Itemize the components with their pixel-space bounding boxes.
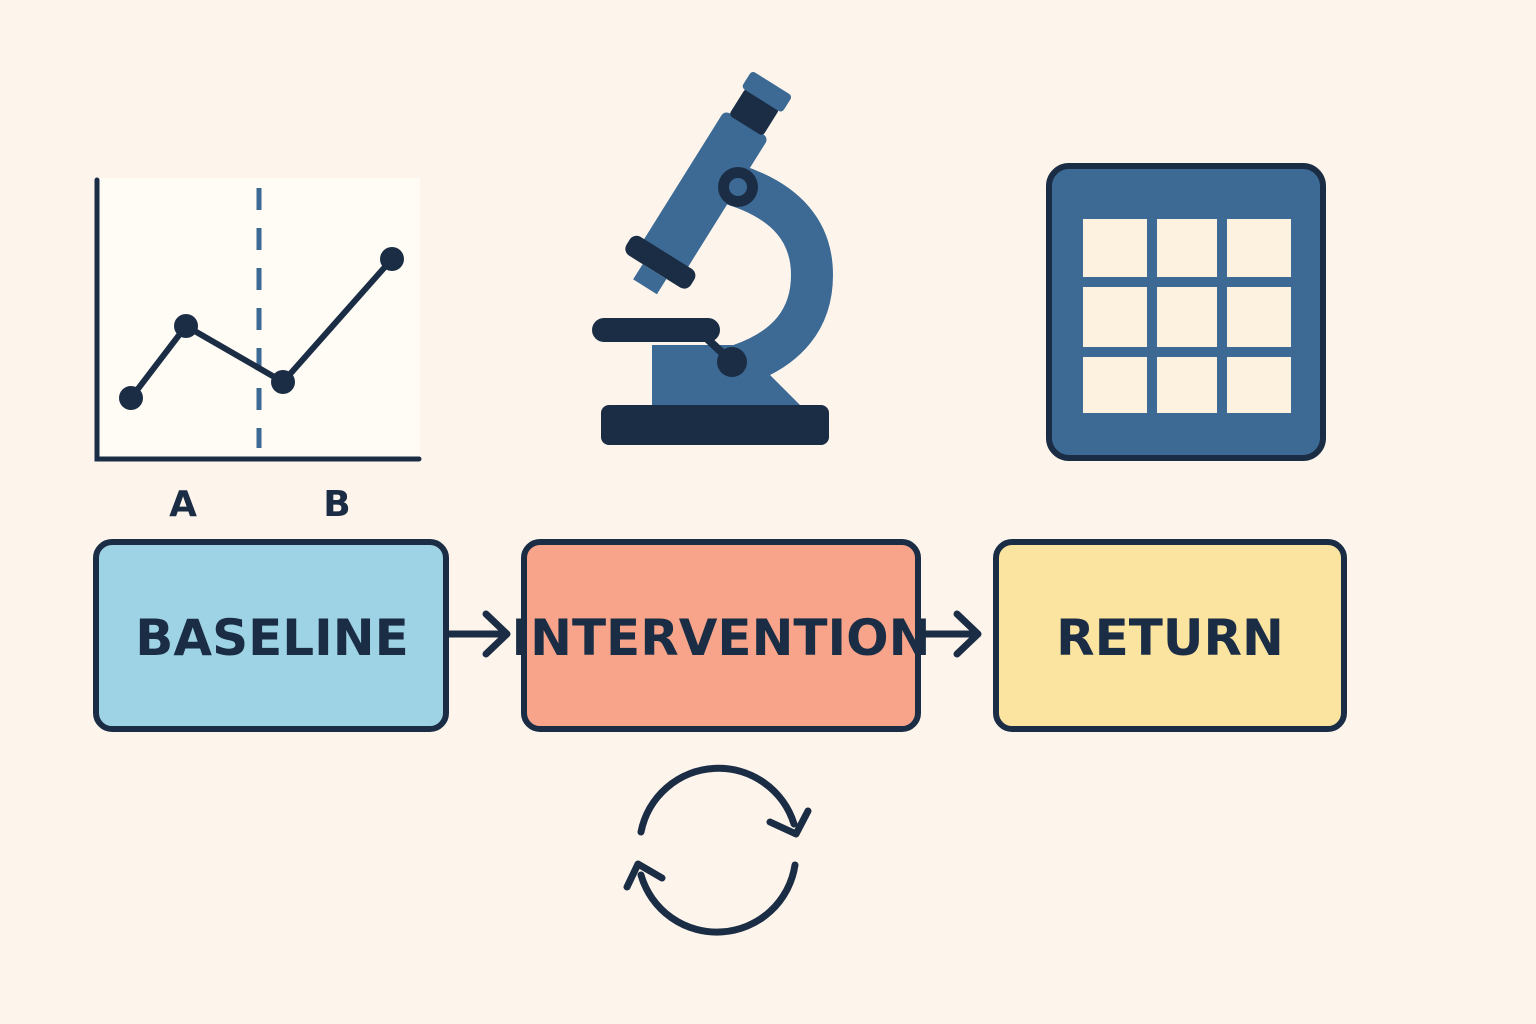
grid-cell [1083,287,1147,347]
cycle-arrows-icon [623,764,812,936]
microscope-icon [592,72,834,445]
phase-label-baseline: BASELINE [135,609,408,667]
grid-cell [1157,357,1217,413]
phase-box-baseline: BASELINE [93,539,449,732]
focus-knob-center [729,178,747,196]
phase-label-return: RETURN [1056,609,1284,667]
cycle-arrowhead-top [766,807,812,838]
phase-label-a: A [169,484,197,525]
focus-knob-lower [717,347,747,377]
microscope-arm [714,164,834,386]
arrow-head [482,610,511,658]
data-grid-icon [1046,163,1326,461]
phase-box-return-bg [993,539,1347,732]
cycle-arc-bottom [637,861,799,936]
objective-lens [633,264,667,295]
microscope-tube [625,72,792,295]
grid-cell [1157,287,1217,347]
phase-box-return: RETURN [993,539,1347,732]
cycle-arc-top [637,764,798,836]
arrow-intervention-to-return [916,610,982,658]
arrow-head [953,610,982,658]
ab-line-graph-icon: A B [94,177,422,525]
phase-label-intervention: INTERVENTION [512,609,931,667]
phase-box-intervention: INTERVENTION [512,539,931,732]
grid-cell [1227,219,1291,277]
grid-cell [1227,357,1291,413]
data-point [119,386,143,410]
arrow-baseline-to-intervention [445,610,511,658]
grid-cell [1227,287,1291,347]
cycle-arrowhead-bottom [623,860,666,891]
eyepiece-cap [742,72,792,112]
objective-ring [625,235,696,289]
data-point [380,247,404,271]
data-path [128,256,395,401]
data-point [174,314,198,338]
microscope-stage [592,318,720,342]
microscope-base [601,405,829,445]
phase-label-b: B [323,484,350,525]
grid-cell [1157,219,1217,277]
tube-body [639,112,767,276]
data-point [271,370,295,394]
graph-axes [94,177,422,462]
grid-cell [1083,219,1147,277]
grid-cell [1083,357,1147,413]
